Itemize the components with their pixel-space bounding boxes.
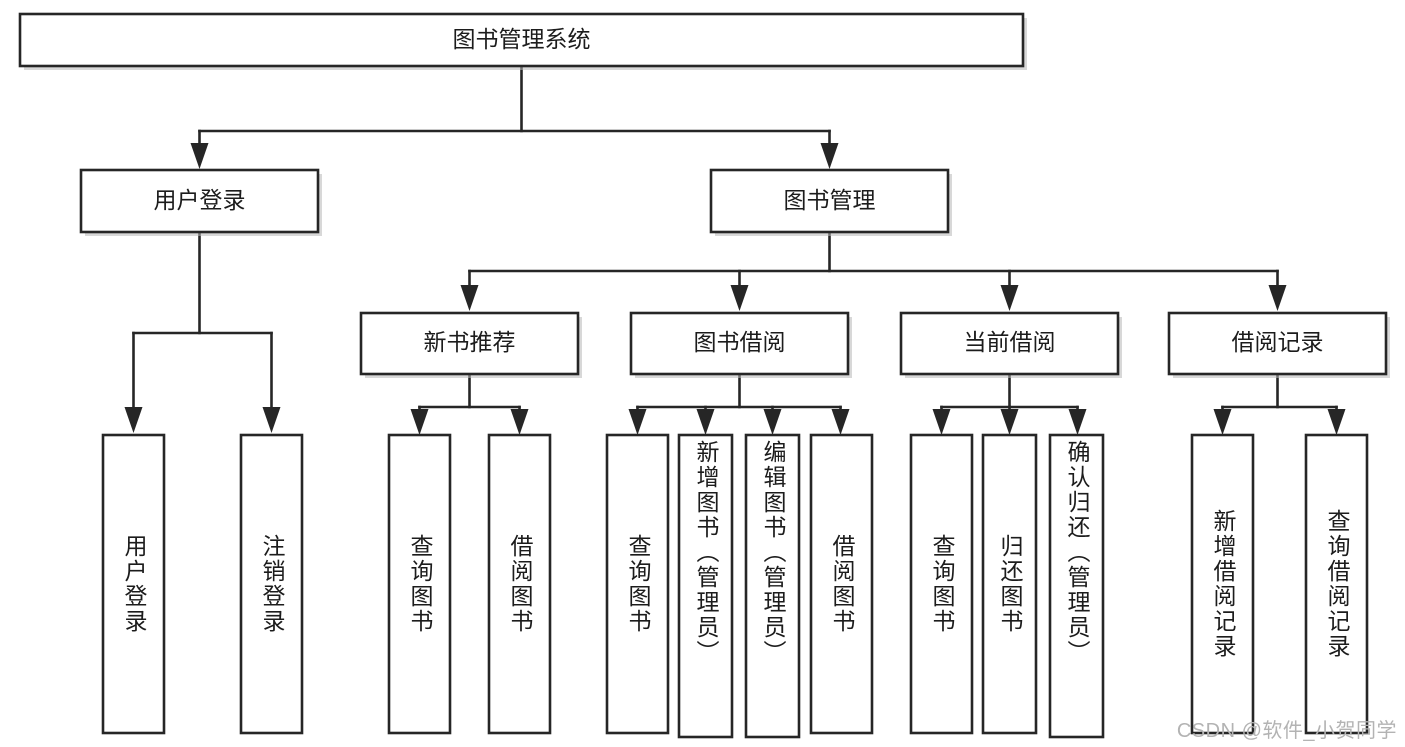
arrow-root-to-user-login: [190, 143, 209, 169]
arrow-to-leaf-user-login: [124, 407, 143, 433]
connector-layer: [124, 64, 1346, 435]
node-borrow-record-rect[interactable]: [1167, 311, 1388, 376]
arrow-currentborrow-leaf-2: [1000, 409, 1019, 435]
arrow-bookborrow-leaf-3: [763, 409, 782, 435]
leaf-box-user-login[interactable]: [101, 433, 166, 735]
arrow-newbook-leaf-1: [410, 409, 429, 435]
arrow-to-book-borrow: [730, 285, 749, 311]
leaf-box-query-borrow-record[interactable]: [1304, 433, 1369, 735]
arrow-bookborrow-leaf-1: [628, 409, 647, 435]
leaf-box-query-book-3[interactable]: [909, 433, 974, 735]
node-current-borrow-rect[interactable]: [899, 311, 1120, 376]
leaf-box-confirm-return-admin[interactable]: [1048, 433, 1105, 739]
arrow-currentborrow-leaf-3: [1068, 409, 1087, 435]
node-root-label: 图书管理系统: [453, 26, 591, 52]
leaf-box-query-book-1[interactable]: [387, 433, 452, 735]
node-user-login-rect[interactable]: [79, 168, 320, 234]
leaf-box-logout[interactable]: [239, 433, 304, 735]
arrow-root-to-book-manage: [820, 143, 839, 169]
node-book-management[interactable]: 图书管理: [709, 168, 952, 236]
arrow-borrowrecord-leaf-1: [1213, 409, 1232, 435]
arrow-currentborrow-leaf-1: [932, 409, 951, 435]
leaf-box-query-book-2[interactable]: [605, 433, 670, 735]
leaf-box-add-book-admin[interactable]: [677, 433, 734, 739]
node-borrow-record-label: 借阅记录: [1232, 329, 1324, 355]
arrow-to-new-book-rec: [460, 285, 479, 311]
node-root-book-management-system[interactable]: 图书管理系统: [18, 12, 1027, 70]
node-current-borrow-label: 当前借阅: [964, 329, 1056, 355]
arrow-to-borrow-record: [1268, 285, 1287, 311]
arrow-bookborrow-leaf-4: [831, 409, 850, 435]
node-new-book-recommend[interactable]: 新书推荐: [359, 311, 582, 378]
watermark: CSDN @软件_小贺同学: [1176, 720, 1397, 742]
node-user-login-label: 用户登录: [154, 187, 246, 213]
leaf-box-add-borrow-record[interactable]: [1190, 433, 1255, 735]
node-book-borrow-label: 图书借阅: [694, 329, 786, 355]
node-book-borrow[interactable]: 图书借阅: [629, 311, 852, 378]
node-book-management-rect[interactable]: [709, 168, 950, 234]
node-root-rect[interactable]: [18, 12, 1025, 68]
node-book-management-label: 图书管理: [784, 187, 876, 213]
node-current-borrow[interactable]: 当前借阅: [899, 311, 1122, 378]
arrow-to-current-borrow: [1000, 285, 1019, 311]
node-book-borrow-rect[interactable]: [629, 311, 850, 376]
node-new-book-recommend-rect[interactable]: [359, 311, 580, 376]
leaf-box-edit-book-admin[interactable]: [744, 433, 801, 739]
arrow-to-leaf-logout: [262, 407, 281, 433]
arrow-newbook-leaf-2: [510, 409, 529, 435]
arrow-borrowrecord-leaf-2: [1327, 409, 1346, 435]
leaf-box-borrow-book-2[interactable]: [809, 433, 874, 735]
node-new-book-recommend-label: 新书推荐: [424, 329, 516, 355]
node-user-login[interactable]: 用户登录: [79, 168, 322, 236]
node-borrow-record[interactable]: 借阅记录: [1167, 311, 1390, 378]
arrow-bookborrow-leaf-2: [696, 409, 715, 435]
leaf-box-borrow-book-1[interactable]: [487, 433, 552, 735]
leaf-box-return-book[interactable]: [981, 433, 1038, 735]
